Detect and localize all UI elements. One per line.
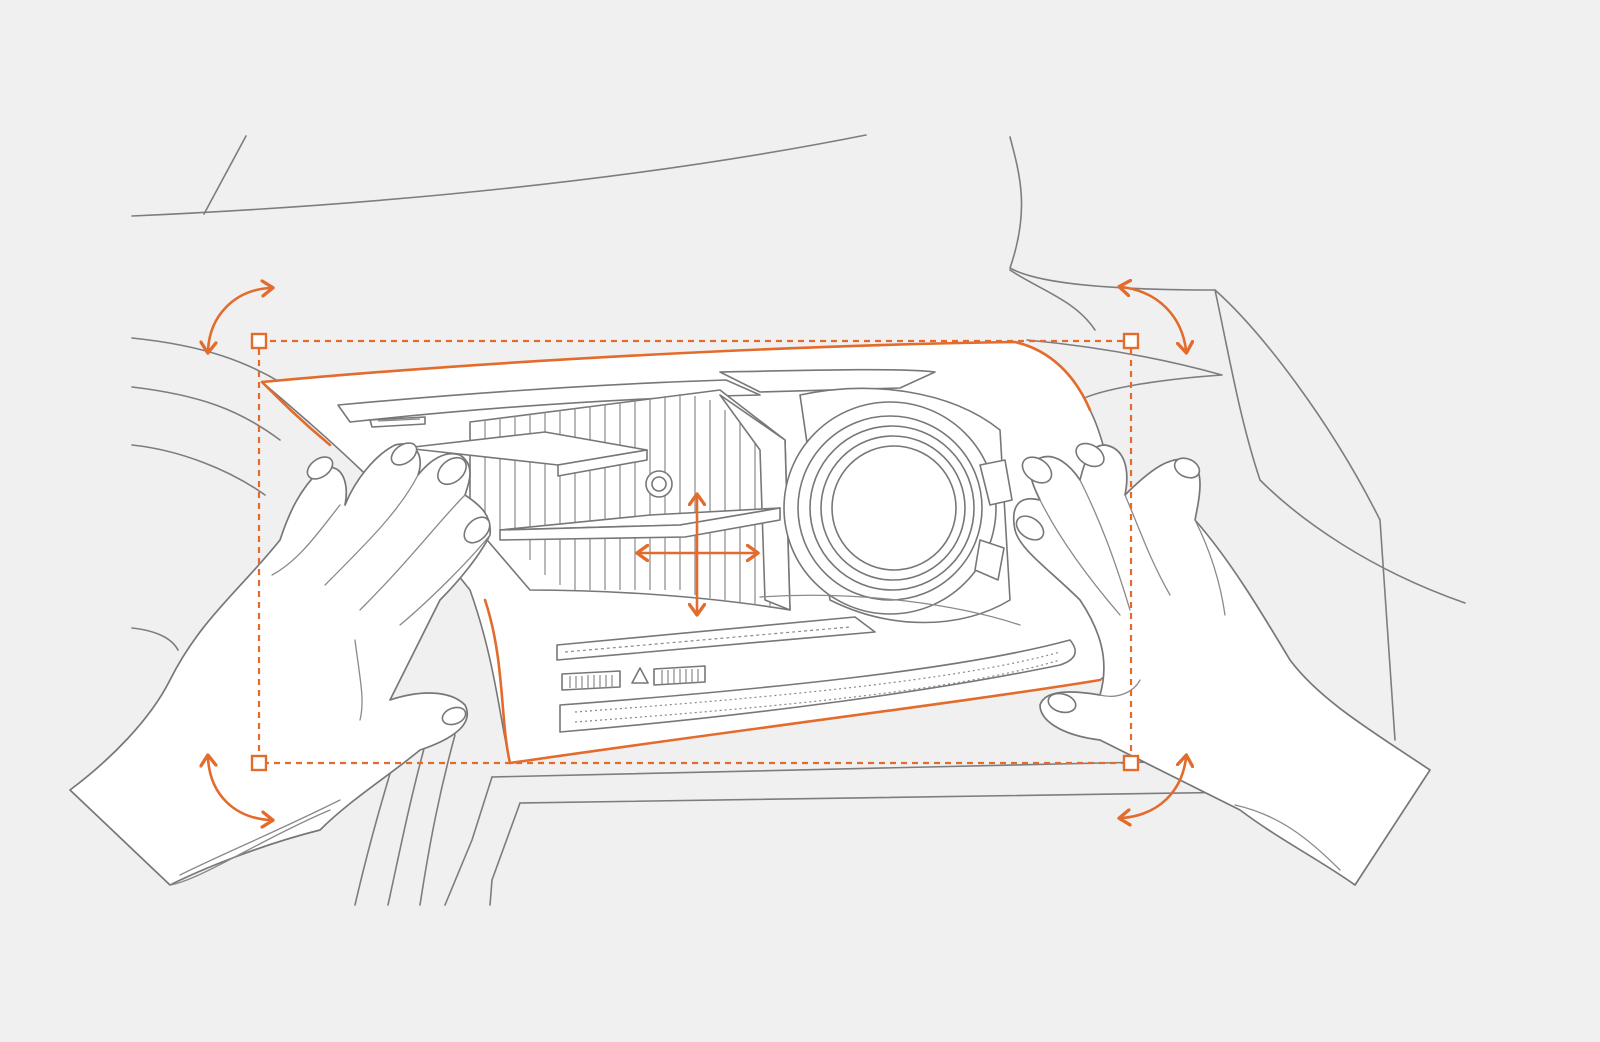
four-way-move-arrow-icon: [640, 497, 755, 612]
left-pinky-nail: [441, 706, 467, 726]
rotate-arrow-top-left-icon: [208, 288, 270, 350]
right-middle-nail: [1173, 457, 1201, 479]
rotate-arrow-bottom-left-icon: [208, 758, 270, 820]
right-pinky-nail: [1047, 692, 1077, 714]
adjustment-bounding-box: [257, 339, 1133, 765]
right-hand: [1012, 442, 1431, 886]
left-index-nail: [390, 442, 418, 466]
left-hand: [69, 442, 491, 886]
handle-bottom-right[interactable]: [1122, 754, 1140, 772]
rotate-arrow-top-right-icon: [1122, 287, 1186, 350]
handle-bottom-left[interactable]: [250, 754, 268, 772]
projector-lens: [783, 387, 1013, 624]
left-thumb-nail: [306, 456, 334, 480]
left-middle-nail: [437, 456, 467, 486]
left-ring-nail: [463, 516, 491, 544]
headlight-assembly: [261, 341, 1127, 764]
right-ring-nail: [1015, 515, 1045, 541]
rotate-arrow-bottom-right-icon: [1122, 758, 1186, 818]
right-thumb-nail: [1021, 456, 1053, 484]
handle-top-left[interactable]: [250, 332, 268, 350]
handle-top-right[interactable]: [1122, 332, 1140, 350]
right-index-nail: [1075, 442, 1105, 468]
